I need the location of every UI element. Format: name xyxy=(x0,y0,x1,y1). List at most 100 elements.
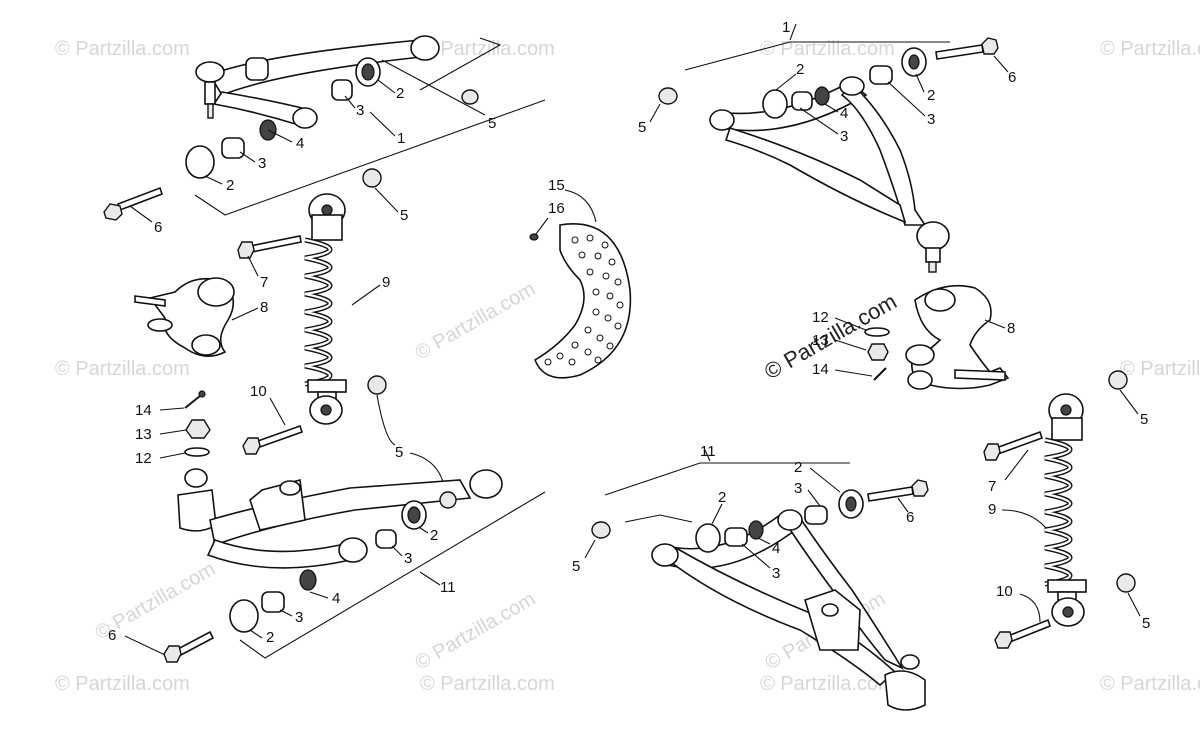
callout-8: 8 xyxy=(260,299,268,316)
bushing-sleeve xyxy=(410,35,440,61)
knuckle-boss xyxy=(197,277,235,307)
callout-3: 3 xyxy=(356,102,364,119)
washer-hole xyxy=(908,54,920,70)
leader-line xyxy=(897,497,909,513)
leader-line xyxy=(267,129,293,143)
bolt-part-10 xyxy=(1007,618,1051,644)
shock-eye-hole xyxy=(1060,404,1072,416)
ball-joint-stud xyxy=(184,468,208,488)
leader-line xyxy=(1019,593,1041,623)
spring-seat xyxy=(307,379,347,393)
leader-line xyxy=(419,527,429,534)
leader-line xyxy=(159,407,185,411)
shock-body xyxy=(311,214,343,241)
sleeve-part-3 xyxy=(724,527,748,547)
callout-6: 6 xyxy=(154,219,162,236)
grease-fitting-part-4 xyxy=(748,520,764,540)
left-ball-hardware-group: 14 13 12 xyxy=(135,390,211,467)
leader-line xyxy=(757,537,771,545)
leader-line xyxy=(419,571,441,586)
callout-2: 2 xyxy=(226,177,234,194)
bolt-part-6 xyxy=(867,486,914,502)
bushing-hole xyxy=(407,506,421,524)
callout-5: 5 xyxy=(488,115,496,132)
shock-eye-hole xyxy=(1062,606,1074,618)
callout-6: 6 xyxy=(906,509,914,526)
steering-knuckle xyxy=(911,284,1010,390)
callout-14: 14 xyxy=(135,402,152,419)
watermark: © Partzilla.com xyxy=(1100,673,1200,695)
callout-4: 4 xyxy=(840,105,848,122)
knuckle-boss xyxy=(907,370,933,390)
callout-11: 11 xyxy=(440,579,456,596)
leader-line xyxy=(247,255,259,277)
callout-7: 7 xyxy=(260,274,268,291)
ball-joint xyxy=(884,670,926,711)
callout-2: 2 xyxy=(718,489,726,506)
leader-line xyxy=(124,635,166,656)
spindle xyxy=(134,295,166,307)
leader-line xyxy=(535,217,549,235)
nut-part-5 xyxy=(461,89,479,105)
ball-joint-stud xyxy=(207,103,214,119)
leader-line xyxy=(984,319,1006,329)
callout-11: 11 xyxy=(700,443,716,460)
watermark: © Partzilla.com xyxy=(1100,38,1200,60)
leader-line xyxy=(824,103,839,113)
callout-9: 9 xyxy=(382,274,390,291)
bolt-part-6 xyxy=(174,630,215,658)
callout-2: 2 xyxy=(927,87,935,104)
leader-line xyxy=(194,99,546,216)
leader-line xyxy=(775,73,797,91)
watermark: © Partzilla.com xyxy=(412,278,540,364)
leader-line xyxy=(419,37,502,91)
castle-nut-part-13 xyxy=(867,343,889,361)
leader-line xyxy=(624,514,693,523)
grease-fitting-part-4 xyxy=(299,569,317,591)
leader-line xyxy=(704,449,711,462)
leader-line xyxy=(376,394,396,446)
leader-line xyxy=(381,59,486,116)
shock-eye-hole xyxy=(321,204,333,216)
bushing-sleeve xyxy=(777,509,803,531)
callout-2: 2 xyxy=(796,61,804,78)
leader-line xyxy=(279,609,293,617)
nut-part-5 xyxy=(1116,573,1136,593)
bolt-head xyxy=(911,479,929,497)
leader-line xyxy=(584,539,596,559)
callout-7: 7 xyxy=(988,478,996,495)
watermark: © Partzilla.com xyxy=(760,38,895,60)
watermark: © Partzilla.com xyxy=(420,673,555,695)
watermark: © Partzilla.com xyxy=(760,673,895,695)
callout-4: 4 xyxy=(772,540,780,557)
bushing-sleeve xyxy=(292,107,318,129)
spindle xyxy=(954,369,1006,381)
bolt-part-6 xyxy=(116,186,164,212)
leader-line xyxy=(1001,509,1047,529)
leader-line xyxy=(1004,449,1029,481)
leader-line xyxy=(887,81,926,117)
castle-nut-part-13 xyxy=(185,419,211,439)
callout-2: 2 xyxy=(396,85,404,102)
leader-line xyxy=(915,73,925,93)
watermark: © Partzilla.com xyxy=(55,673,190,695)
bolt-head xyxy=(994,631,1013,649)
coil-spring-highlight xyxy=(1044,438,1071,586)
leader-line xyxy=(834,317,867,331)
watermark: © Partzilla.com xyxy=(1120,358,1200,380)
callout-5: 5 xyxy=(1140,411,1148,428)
shock-eye-hole xyxy=(320,404,332,416)
right-lower-a-arm-group: 11 2 3 6 2 5 4 3 xyxy=(572,443,929,711)
callout-2: 2 xyxy=(794,459,802,476)
bushing-sleeve xyxy=(709,109,735,131)
cotter-pin-part-14 xyxy=(184,395,201,409)
callout-6: 6 xyxy=(1008,69,1016,86)
nut-part-5 xyxy=(367,375,387,395)
leader-line xyxy=(649,103,661,123)
upper-arm-tube xyxy=(724,127,907,224)
knuckle-boss xyxy=(905,344,935,366)
sleeve-part-3 xyxy=(804,505,828,525)
bolt-part-7 xyxy=(248,235,302,253)
leader-line xyxy=(789,23,797,41)
leader-line xyxy=(309,591,329,599)
